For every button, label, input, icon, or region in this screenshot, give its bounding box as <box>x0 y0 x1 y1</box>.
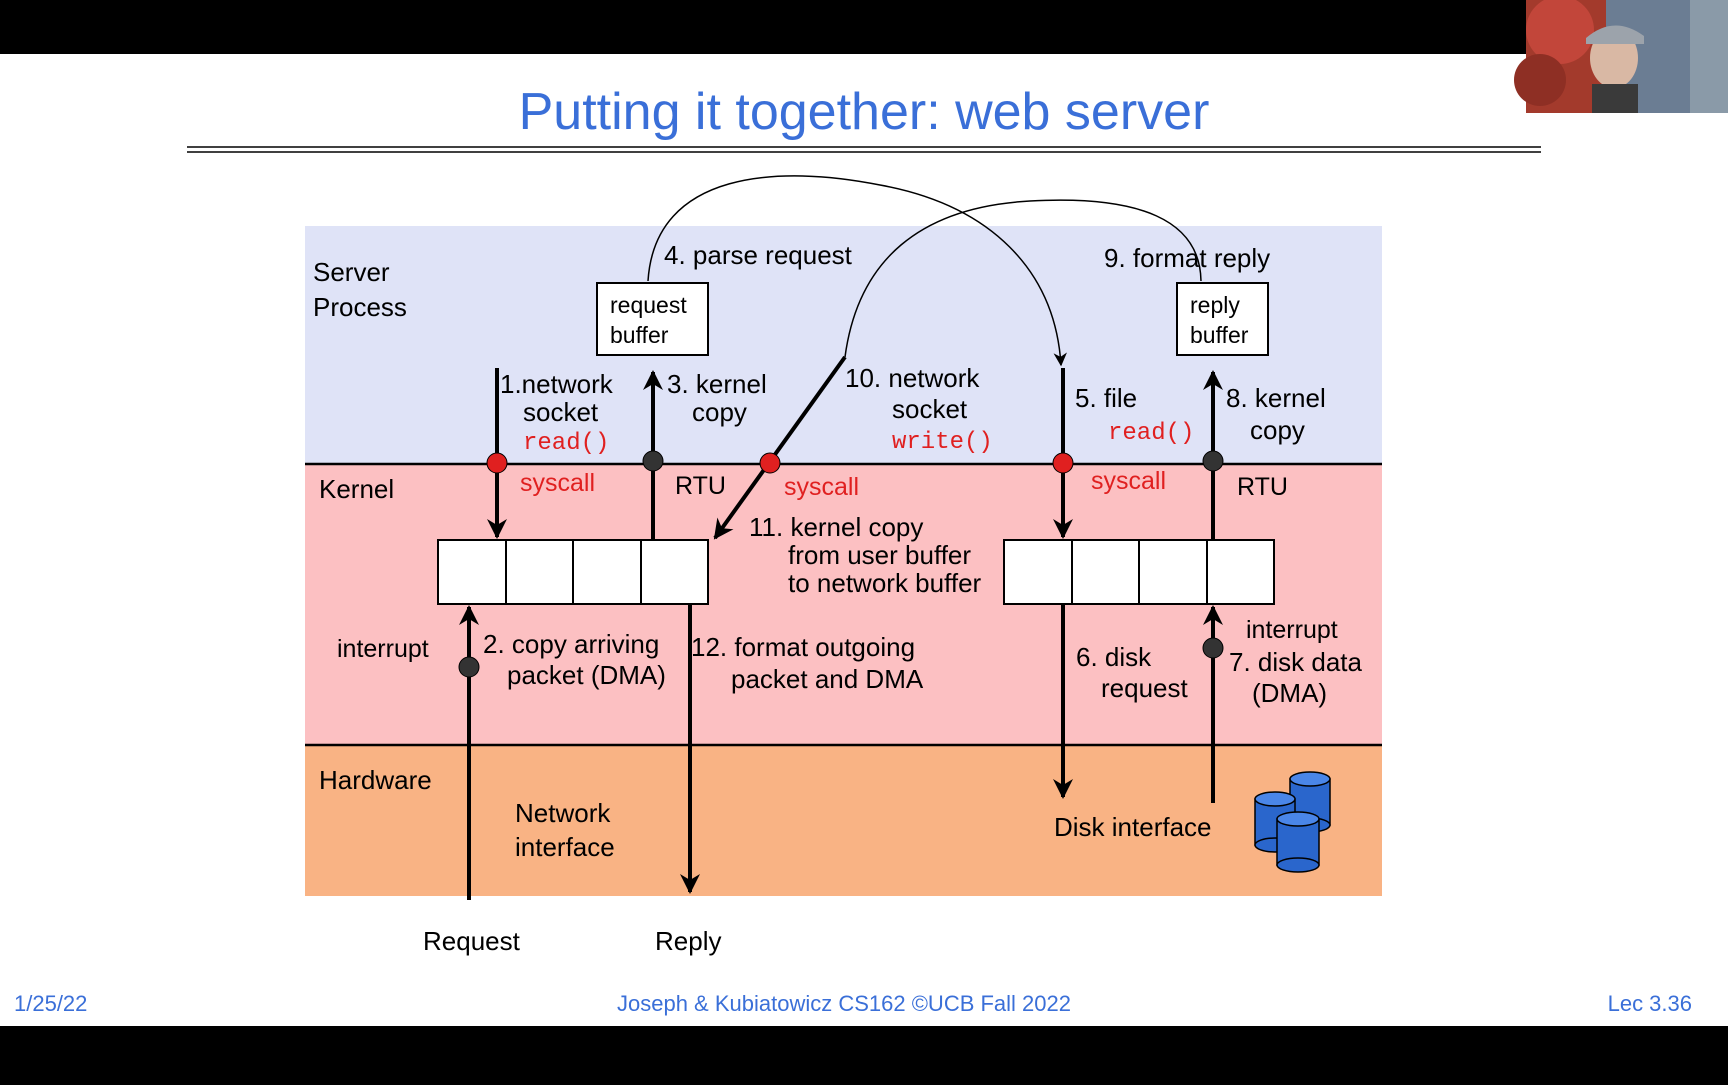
rtu-dot-disk <box>1202 450 1224 472</box>
step10-code: write() <box>892 429 993 456</box>
step11-label-a: 11. kernel copy <box>749 512 923 542</box>
step11-label-c: to network buffer <box>788 568 982 598</box>
webcam-thumbnail <box>1514 0 1728 113</box>
step2-label-b: packet (DMA) <box>507 660 666 690</box>
step10-label-a: 10. network <box>845 363 980 393</box>
network-interface-label-2: interface <box>515 832 615 862</box>
rtu-dot-network <box>642 450 664 472</box>
step4-label: 4. parse request <box>664 240 853 270</box>
syscall-dot-network-read <box>486 452 508 474</box>
kernel-label: Kernel <box>319 474 394 504</box>
step12-label-b: packet and DMA <box>731 664 924 694</box>
curve-reply-to-network-write <box>844 199 1202 358</box>
step12-label-a: 12. format outgoing <box>691 632 915 662</box>
syscall-dot-file-read <box>1052 452 1074 474</box>
reply-label: Reply <box>655 926 721 956</box>
step3-label-b: copy <box>692 397 747 427</box>
step3-label-a: 3. kernel <box>667 369 767 399</box>
interrupt-dot-disk <box>1202 637 1224 659</box>
syscall-label-file-read: syscall <box>1091 467 1166 495</box>
interrupt-dot-network <box>458 656 480 678</box>
step10-label-b: socket <box>892 394 968 424</box>
server-label-line2: Process <box>313 292 407 322</box>
step7-label-a: 7. disk data <box>1229 647 1363 677</box>
disk-drives-icon <box>1254 771 1331 873</box>
footer-date: 1/25/22 <box>14 991 87 1016</box>
hardware-label: Hardware <box>319 765 432 795</box>
curve-parse-to-file-read <box>647 175 1067 367</box>
step9-label: 9. format reply <box>1104 243 1270 273</box>
request-buffer-label-1: request <box>610 292 687 318</box>
bottom-letterbox <box>0 1026 1728 1080</box>
step5-label-a: 5. file <box>1075 383 1137 413</box>
step5-code: read() <box>1108 420 1194 447</box>
syscall-label-network-read: syscall <box>520 469 595 497</box>
reply-buffer-box <box>1176 282 1269 356</box>
request-buffer-box <box>596 282 709 356</box>
step6-label-a: 6. disk <box>1076 642 1152 672</box>
arrow-network-write <box>713 355 847 540</box>
hardware-band <box>305 745 1382 896</box>
step11-label-b: from user buffer <box>788 540 971 570</box>
step1-label-a: 1.network <box>500 369 614 399</box>
server-label-line1: Server <box>313 257 390 287</box>
rtu-label-network: RTU <box>675 472 726 500</box>
syscall-dot-network-write <box>759 452 781 474</box>
request-buffer-label-2: buffer <box>610 322 669 348</box>
interrupt-label-network: interrupt <box>337 635 429 663</box>
slide-title: Putting it together: web server <box>519 83 1210 141</box>
footer-lecture-number: Lec 3.36 <box>1608 991 1692 1016</box>
step8-label-a: 8. kernel <box>1226 383 1326 413</box>
request-label: Request <box>423 926 521 956</box>
rtu-label-disk: RTU <box>1237 473 1288 501</box>
step7-label-b: (DMA) <box>1252 678 1327 708</box>
step1-label-b: socket <box>523 397 599 427</box>
network-kernel-buffer <box>437 539 709 605</box>
step1-code: read() <box>523 430 609 457</box>
disk-kernel-buffer <box>1003 539 1275 605</box>
step6-label-b: request <box>1101 673 1188 703</box>
reply-buffer-label-1: reply <box>1190 292 1240 318</box>
network-interface-label-1: Network <box>515 798 611 828</box>
step8-label-b: copy <box>1250 415 1305 445</box>
footer-course: Joseph & Kubiatowicz CS162 ©UCB Fall 202… <box>617 991 1071 1016</box>
reply-buffer-label-2: buffer <box>1190 322 1249 348</box>
step2-label-a: 2. copy arriving <box>483 629 659 659</box>
disk-interface-label: Disk interface <box>1054 812 1212 842</box>
interrupt-label-disk: interrupt <box>1246 616 1338 644</box>
syscall-label-network-write: syscall <box>784 473 859 501</box>
top-letterbox <box>0 0 1728 54</box>
